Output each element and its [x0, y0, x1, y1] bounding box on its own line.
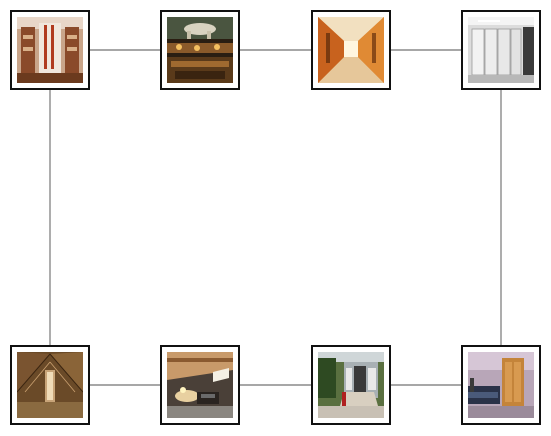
- attic-room-thumbnail: [17, 352, 83, 418]
- storage-room-thumbnail: [468, 17, 534, 83]
- bedroom-thumbnail: [468, 352, 534, 418]
- wooden-interior-thumbnail: [17, 17, 83, 83]
- lodge-bar-thumbnail: [167, 17, 233, 83]
- patio-garden-thumbnail: [318, 352, 384, 418]
- node-storage-room[interactable]: [461, 10, 541, 90]
- node-wooden-interior[interactable]: [10, 10, 90, 90]
- node-lodge-bar[interactable]: [160, 10, 240, 90]
- node-attic-living-room[interactable]: [160, 345, 240, 425]
- node-attic-room[interactable]: [10, 345, 90, 425]
- hallway-thumbnail: [318, 17, 384, 83]
- node-hallway[interactable]: [311, 10, 391, 90]
- node-bedroom[interactable]: [461, 345, 541, 425]
- attic-living-room-thumbnail: [167, 352, 233, 418]
- edges: [49, 49, 502, 386]
- node-patio-garden[interactable]: [311, 345, 391, 425]
